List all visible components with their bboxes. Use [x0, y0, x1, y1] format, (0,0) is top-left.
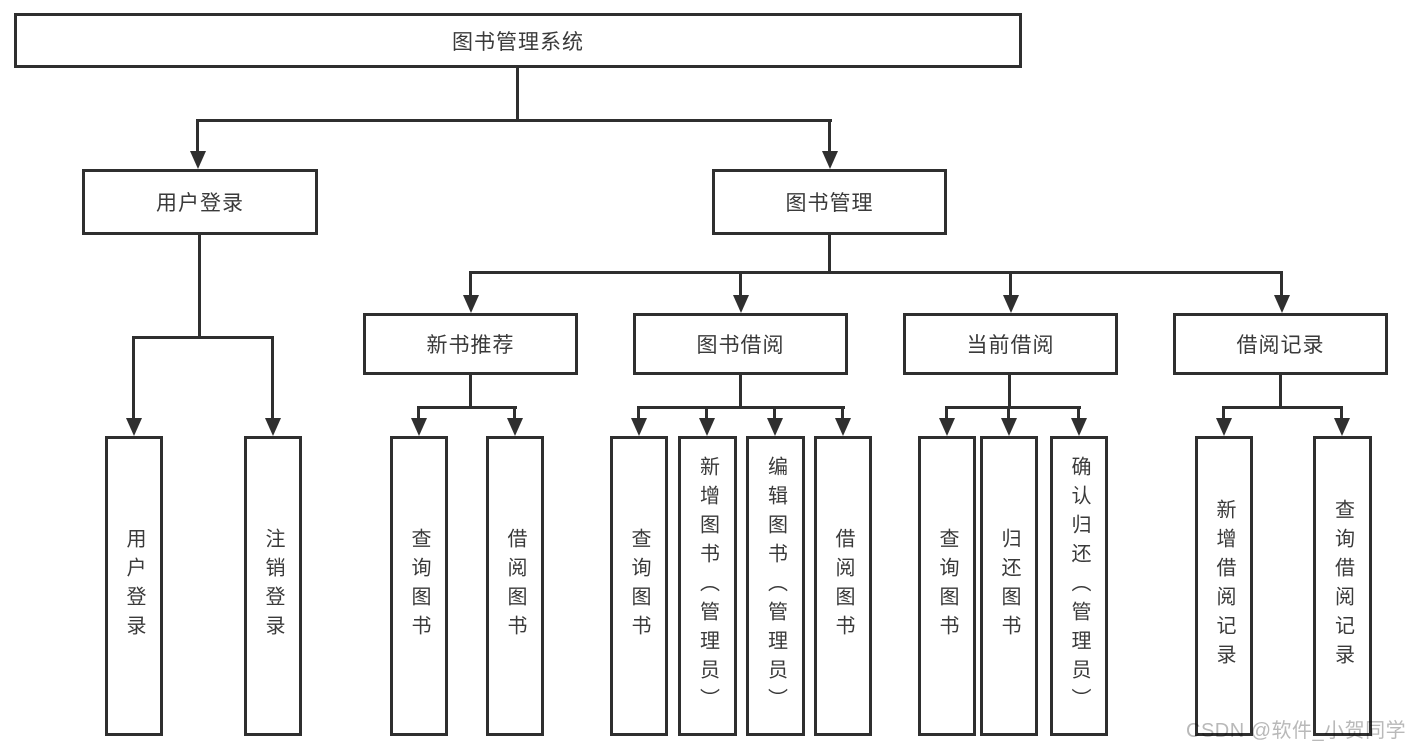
connector-line [1009, 271, 1012, 298]
leaf-return-books: 归还图书 [980, 436, 1038, 736]
leaf-query-books-borrowing: 查询图书 [610, 436, 668, 736]
connector-line [841, 406, 844, 420]
arrow-down-icon [733, 295, 749, 313]
leaf-add-borrowing-record: 新增借阅记录 [1195, 436, 1253, 736]
connector-line [637, 406, 845, 409]
connector-line [637, 406, 640, 420]
node-label: 用户登录 [156, 192, 244, 215]
arrow-down-icon [1334, 418, 1350, 436]
node-user-login: 用户登录 [82, 169, 318, 235]
arrow-down-icon [190, 151, 206, 169]
connector-line [469, 271, 1283, 274]
node-label: 查询图书 [628, 528, 650, 644]
arrow-down-icon [939, 418, 955, 436]
leaf-confirm-return-admin: 确认归还（管理员） [1050, 436, 1108, 736]
node-current-borrowing: 当前借阅 [903, 313, 1118, 375]
node-label: 当前借阅 [966, 334, 1055, 357]
arrow-down-icon [463, 295, 479, 313]
node-label: 借阅图书 [832, 528, 854, 644]
node-label: 图书借阅 [696, 334, 785, 357]
connector-line [705, 406, 708, 420]
leaf-borrow-books-recommend: 借阅图书 [486, 436, 544, 736]
node-label: 图书管理 [785, 192, 874, 215]
connector-line [196, 119, 199, 152]
node-label: 新增借阅记录 [1213, 499, 1235, 673]
leaf-query-books-recommend: 查询图书 [390, 436, 448, 736]
arrow-down-icon [1274, 295, 1290, 313]
node-book-management: 图书管理 [712, 169, 947, 235]
node-label: 图书管理系统 [452, 30, 584, 54]
connector-line [1222, 406, 1343, 409]
arrow-down-icon [835, 418, 851, 436]
connector-line [196, 119, 832, 122]
node-label: 归还图书 [998, 528, 1020, 644]
connector-line [513, 406, 516, 420]
connector-line [1340, 406, 1343, 420]
arrow-down-icon [631, 418, 647, 436]
arrow-down-icon [411, 418, 427, 436]
arrow-down-icon [1001, 418, 1017, 436]
arrow-down-icon [1003, 295, 1019, 313]
node-label: 借阅记录 [1236, 334, 1325, 357]
connector-line [1222, 406, 1225, 420]
node-new-book-recommendation: 新书推荐 [363, 313, 578, 375]
connector-line [1280, 271, 1283, 298]
node-label: 编辑图书（管理员） [764, 455, 787, 717]
connector-line [516, 68, 519, 119]
connector-line [828, 119, 831, 152]
leaf-borrow-books-borrowing: 借阅图书 [814, 436, 872, 736]
connector-line [469, 271, 472, 298]
connector-line [1077, 406, 1080, 420]
node-label: 用户登录 [123, 528, 145, 644]
connector-line [1007, 406, 1010, 420]
node-label: 注销登录 [262, 528, 284, 644]
connector-line [828, 235, 831, 271]
node-label: 新增图书（管理员） [696, 455, 719, 717]
csdn-watermark: CSDN @软件_小贺同学 [1186, 720, 1405, 742]
connector-line [198, 235, 201, 336]
connector-line [739, 271, 742, 298]
connector-line [132, 336, 274, 339]
arrow-down-icon [265, 418, 281, 436]
node-label: 查询借阅记录 [1331, 499, 1354, 673]
connector-line [417, 406, 517, 409]
leaf-user-login: 用户登录 [105, 436, 163, 736]
connector-line [132, 336, 135, 420]
arrow-down-icon [699, 418, 715, 436]
arrow-down-icon [767, 418, 783, 436]
connector-line [945, 406, 1081, 409]
node-book-borrowing: 图书借阅 [633, 313, 848, 375]
connector-line [739, 375, 742, 406]
arrow-down-icon [126, 418, 142, 436]
node-label: 查询图书 [408, 528, 430, 644]
arrow-down-icon [1071, 418, 1087, 436]
leaf-edit-books-admin: 编辑图书（管理员） [746, 436, 805, 736]
leaf-logout-login: 注销登录 [244, 436, 302, 736]
connector-line [271, 336, 274, 420]
node-label: 查询图书 [936, 528, 958, 644]
leaf-query-borrowing-record: 查询借阅记录 [1313, 436, 1372, 736]
node-label: 借阅图书 [504, 528, 526, 644]
connector-line [469, 375, 472, 406]
arrow-down-icon [1216, 418, 1232, 436]
arrow-down-icon [507, 418, 523, 436]
node-label: 确认归还（管理员） [1068, 455, 1090, 717]
connector-line [945, 406, 948, 420]
node-label: 新书推荐 [426, 334, 515, 357]
node-library-management-system: 图书管理系统 [14, 13, 1022, 68]
node-borrowing-records: 借阅记录 [1173, 313, 1388, 375]
connector-line [773, 406, 776, 420]
connector-line [1279, 375, 1282, 406]
connector-line [417, 406, 420, 420]
arrow-down-icon [822, 151, 838, 169]
leaf-add-books-admin: 新增图书（管理员） [678, 436, 737, 736]
leaf-query-books-current: 查询图书 [918, 436, 976, 736]
connector-line [1008, 375, 1011, 406]
